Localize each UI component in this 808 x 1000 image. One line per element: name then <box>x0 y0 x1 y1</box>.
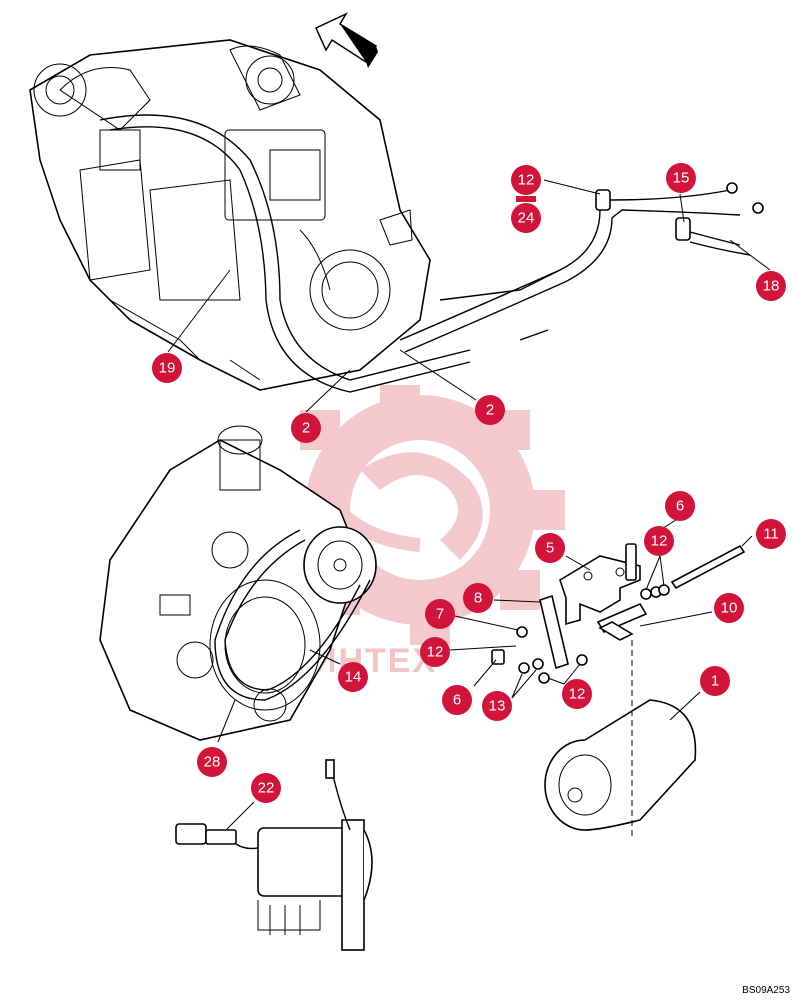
callout-label: 6 <box>676 498 684 515</box>
callout-label: 12 <box>518 172 535 189</box>
drawing-code: BS09A253 <box>742 985 790 996</box>
callout-14: 14 <box>338 662 368 692</box>
engine-top-view <box>29 39 471 393</box>
callout-12-top: 12 <box>511 165 541 195</box>
callout-15: 15 <box>666 163 696 193</box>
callout-label: 6 <box>453 692 461 709</box>
callout-label: 24 <box>518 210 535 227</box>
callout-label: 10 <box>721 600 738 617</box>
callout-label: 18 <box>763 278 780 295</box>
callout-7: 7 <box>425 599 455 629</box>
callout-label: 15 <box>673 170 690 187</box>
callout-8: 8 <box>463 583 493 613</box>
callout-label: 14 <box>345 669 362 686</box>
callout-6-bottom: 6 <box>442 685 472 715</box>
callout-18: 18 <box>756 271 786 301</box>
compressor-side-view <box>175 759 373 951</box>
callout-label: 2 <box>486 402 494 419</box>
callout-label: 22 <box>258 780 275 797</box>
callout-link-bar <box>516 196 536 202</box>
callout-label: 12 <box>651 533 668 550</box>
direction-arrow-icon <box>315 12 378 68</box>
callout-label: 5 <box>546 540 554 557</box>
callout-label: 11 <box>763 526 779 543</box>
callout-2-right: 2 <box>475 395 505 425</box>
callout-19: 19 <box>152 353 182 383</box>
callout-label: 12 <box>427 644 444 661</box>
callout-22: 22 <box>251 773 281 803</box>
callout-label: 12 <box>569 686 586 703</box>
callout-5: 5 <box>535 533 565 563</box>
callout-6-top: 6 <box>665 491 695 521</box>
callout-24: 24 <box>511 203 541 233</box>
callout-13: 13 <box>482 691 512 721</box>
callout-1: 1 <box>700 666 730 696</box>
callout-label: 28 <box>204 754 221 771</box>
callout-label: 19 <box>159 360 176 377</box>
callout-12-bracket: 12 <box>644 526 674 556</box>
callout-label: 8 <box>474 590 482 607</box>
callout-label: 13 <box>489 698 506 715</box>
ac-hose-lines <box>399 182 764 353</box>
leader-lines <box>167 179 771 831</box>
callout-12-bottom: 12 <box>562 679 592 709</box>
callout-label: 2 <box>302 420 310 437</box>
callout-10: 10 <box>714 593 744 623</box>
engine-belt-view <box>99 425 377 741</box>
callout-2-left: 2 <box>291 413 321 443</box>
callout-28: 28 <box>197 747 227 777</box>
callout-label: 7 <box>436 606 444 623</box>
compressor-bracket-parts <box>491 543 746 840</box>
callout-11: 11 <box>756 519 786 549</box>
callout-12-left: 12 <box>420 637 450 667</box>
callout-label: 1 <box>711 673 719 690</box>
